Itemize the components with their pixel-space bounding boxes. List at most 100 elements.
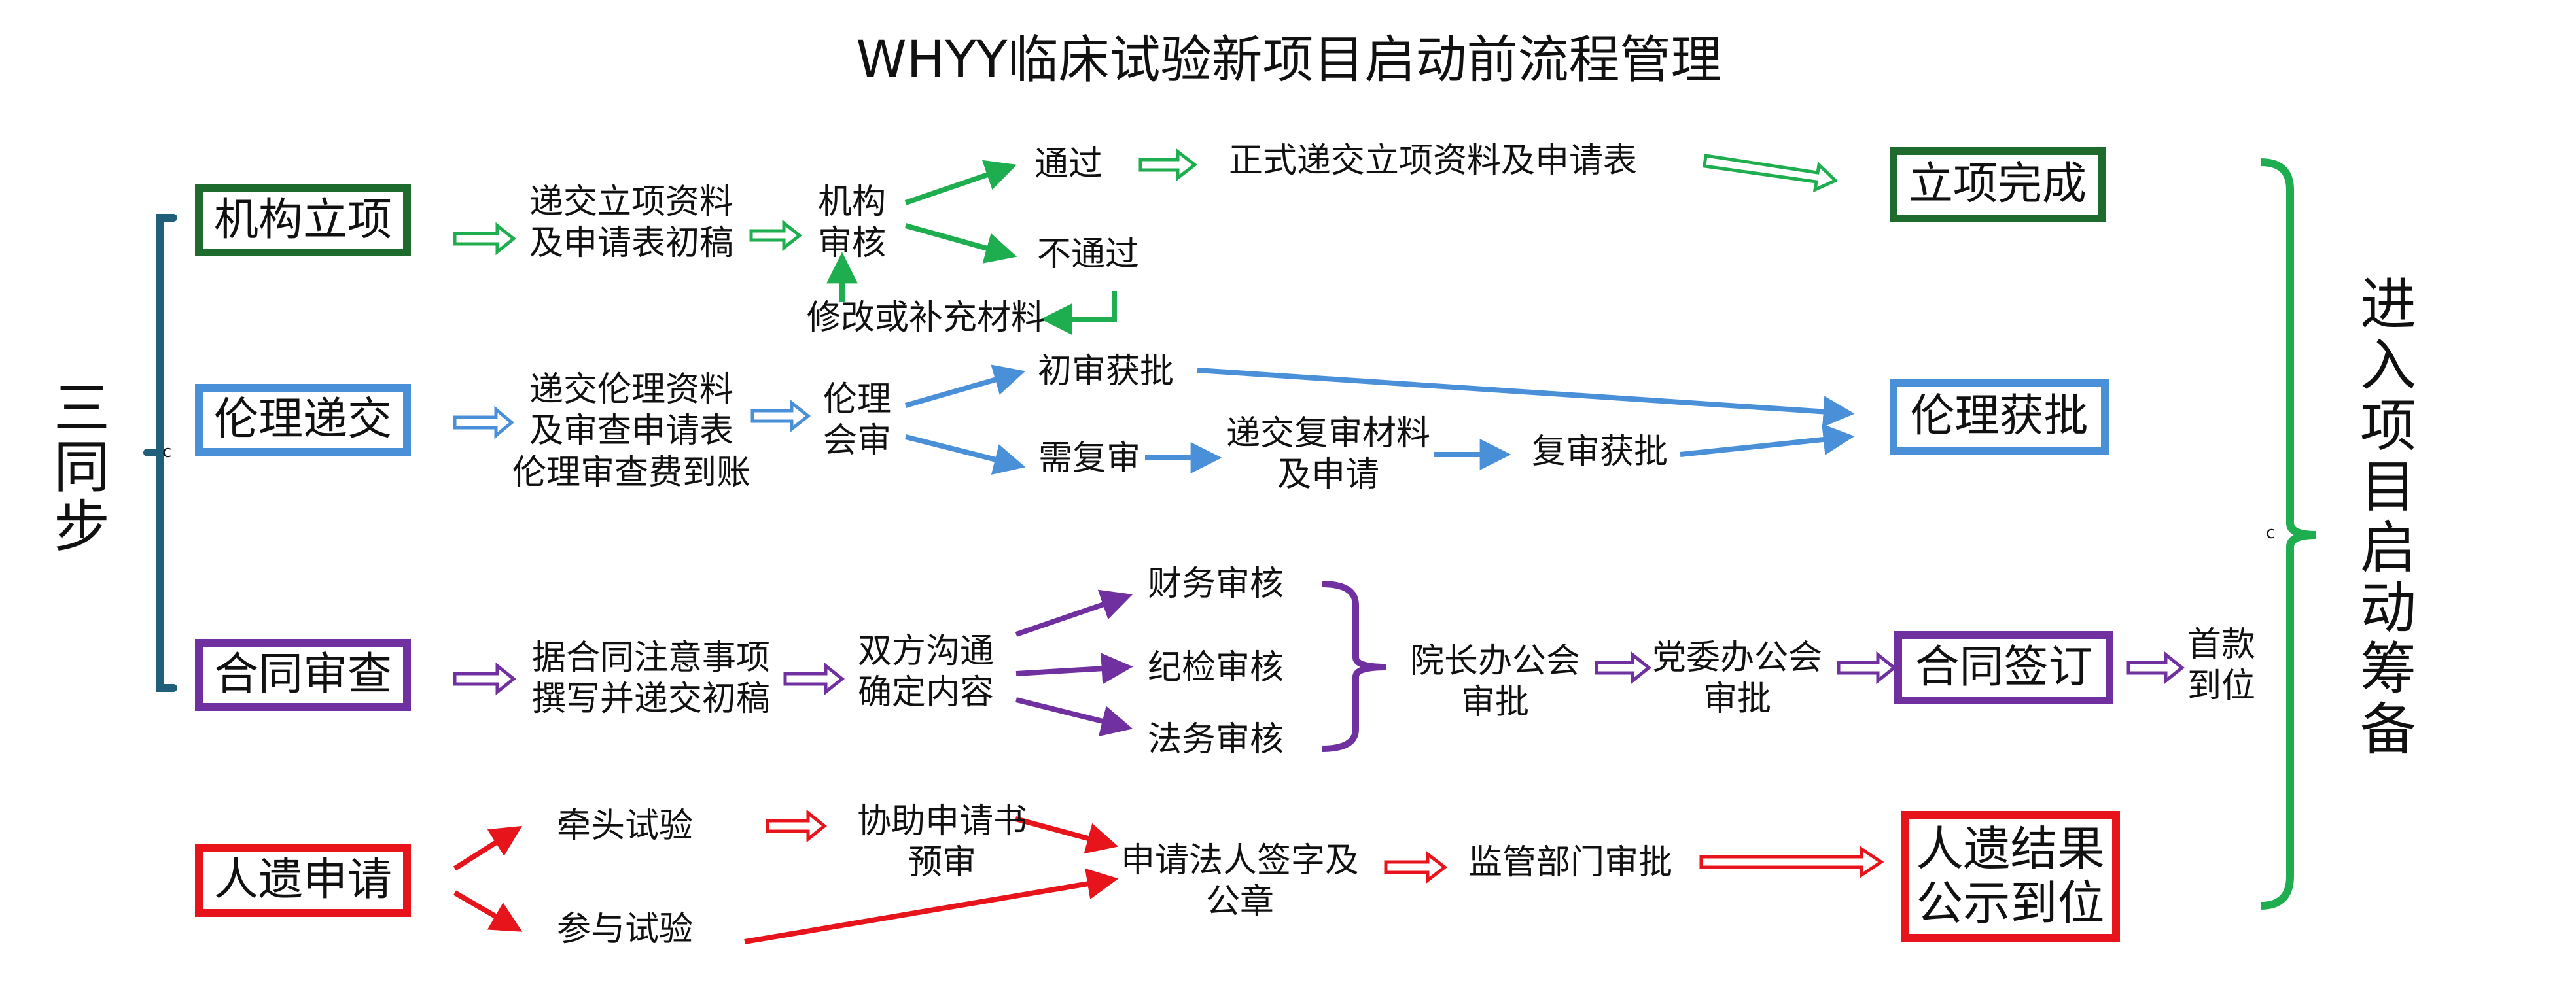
project-row-arrows: [453, 148, 1839, 256]
project-review-step: 机构 审核: [806, 182, 898, 265]
right-label-char: 启: [2360, 515, 2416, 581]
right-label-char: 动: [2360, 576, 2416, 642]
right-label-char: 项: [2360, 393, 2416, 459]
contract-end-box: 合同签订: [1894, 631, 2113, 704]
step-line: 审批: [1460, 683, 1529, 723]
ethics-row-lines: [904, 364, 1855, 475]
contract-legal-label: 法务审核: [1147, 720, 1284, 759]
step-line: 据合同注意事项: [531, 638, 770, 678]
step-line: 递交立项资料: [529, 182, 733, 222]
genetic-regulator-label: 监管部门审批: [1468, 843, 1672, 882]
contract-row-arrows: [453, 651, 2185, 696]
hollow-arrow: [1699, 846, 1884, 878]
to-finance-arrow: [1015, 589, 1133, 637]
step-line: 申请法人签字及: [1120, 841, 1359, 880]
hollow-arrow: [1384, 850, 1448, 884]
hollow-arrow: [1138, 148, 1198, 182]
step-line: 及审查申请表: [529, 411, 733, 451]
to-participate-arrow: [453, 890, 523, 932]
to-legal-arrow: [1015, 697, 1133, 737]
re-approved-to-end-arrow: [1680, 424, 1855, 457]
to-discipline-arrow: [1015, 653, 1133, 685]
genetic-row-arrows: [766, 809, 1884, 884]
genetic-row-lines: [453, 816, 1119, 944]
step-line: 协助申请书: [856, 802, 1027, 841]
contract-negotiate-step: 双方沟通 确定内容: [851, 631, 1001, 714]
right-label-char: 备: [2360, 697, 2416, 763]
ethics-re-approved-label: 复审获批: [1531, 432, 1668, 472]
ethics-review-step: 伦理 会审: [811, 379, 903, 462]
genetic-lead-label: 牵头试验: [556, 806, 693, 846]
review-bracket: [1321, 581, 1386, 752]
left-label-char: 三: [54, 376, 110, 441]
ethics-approved-label: 初审获批: [1037, 352, 1174, 391]
step-line: 递交复审材料: [1226, 414, 1430, 453]
contract-start-box: 合同审查: [195, 639, 411, 711]
step-line: 及申请表初稿: [529, 224, 733, 264]
hollow-arrow: [2126, 651, 2185, 685]
contract-finance-label: 财务审核: [1147, 564, 1284, 604]
right-side-label: 进 入 项 目 启 动 筹 备: [2355, 275, 2421, 761]
genetic-sign-step: 申请法人签字及 公章: [1112, 840, 1367, 923]
hollow-arrow: [766, 809, 828, 843]
step-line: 会审: [822, 421, 891, 461]
right-label-char: 目: [2360, 454, 2416, 520]
right-label-char: 筹: [2360, 636, 2416, 702]
to-fail-arrow: [904, 223, 1017, 264]
contract-row-lines: [1015, 581, 1386, 752]
to-lead-arrow: [453, 825, 523, 871]
hollow-arrow: [1595, 651, 1652, 685]
contract-party-step: 党委办公会 审批: [1642, 638, 1832, 721]
contract-draft-step: 据合同注意事项 撰写并递交初稿: [523, 638, 779, 721]
hollow-arrow: [453, 222, 517, 256]
hollow-arrow: [453, 405, 514, 439]
to-pass-arrow: [904, 160, 1017, 205]
hollow-arrow: [783, 662, 845, 696]
contract-payment-step: 首款 到位: [2182, 625, 2261, 708]
step-line: 到位: [2187, 666, 2255, 706]
genetic-assist-step: 协助申请书 预审: [844, 801, 1040, 884]
project-start-box: 机构立项: [195, 184, 411, 256]
step-line: 审批: [1703, 680, 1771, 719]
project-row-lines: [826, 160, 1117, 335]
genetic-end-box: 人遗结果 公示到位: [1901, 811, 2120, 942]
step-line: 确定内容: [857, 673, 994, 713]
left-bracket: [143, 214, 177, 692]
step-line: 公章: [1205, 882, 1274, 922]
hollow-arrow: [1703, 154, 1839, 193]
step-line: 院长办公会: [1409, 642, 1580, 681]
step-line: 递交伦理资料: [529, 370, 733, 409]
project-fail-label: 不通过: [1036, 235, 1139, 274]
step-line: 撰写并递交初稿: [531, 680, 770, 719]
ethics-end-box: 伦理获批: [1890, 379, 2109, 455]
contract-discipline-label: 纪检审核: [1147, 648, 1284, 687]
ethics-start-box: 伦理递交: [195, 384, 411, 456]
end-box-line: 公示到位: [1916, 876, 2105, 931]
step-line: 机构: [817, 182, 886, 222]
ethics-row-arrows: [453, 399, 811, 439]
right-label-char: 入: [2360, 332, 2416, 398]
hollow-arrow: [1837, 651, 1897, 685]
to-re-review-arrow: [905, 434, 1026, 475]
left-bracket-mark: c: [162, 442, 172, 462]
ethics-re-review-label: 需复审: [1038, 439, 1140, 478]
fail-loop-arrow: [1040, 291, 1117, 335]
left-side-label: 三 同 步: [49, 379, 115, 557]
step-line: 双方沟通: [857, 632, 994, 671]
right-bracket-mark: c: [2266, 523, 2276, 543]
left-label-char: 同: [54, 435, 110, 501]
step-line: 预审: [908, 843, 976, 883]
step-line: 伦理审查费到账: [512, 453, 750, 492]
to-approved-arrow: [904, 364, 1026, 408]
contract-president-step: 院长办公会 审批: [1400, 641, 1590, 724]
genetic-start-box: 人遗申请: [195, 844, 411, 917]
assist-to-sign-arrow: [1014, 816, 1119, 854]
left-label-char: 步: [54, 494, 110, 560]
step-line: 及申请: [1277, 455, 1379, 495]
right-bracket: [2260, 158, 2317, 910]
project-submit-step: 递交立项资料 及申请表初稿: [520, 182, 743, 265]
step-line: 审核: [817, 224, 886, 264]
step-line: 伦理: [822, 380, 891, 419]
